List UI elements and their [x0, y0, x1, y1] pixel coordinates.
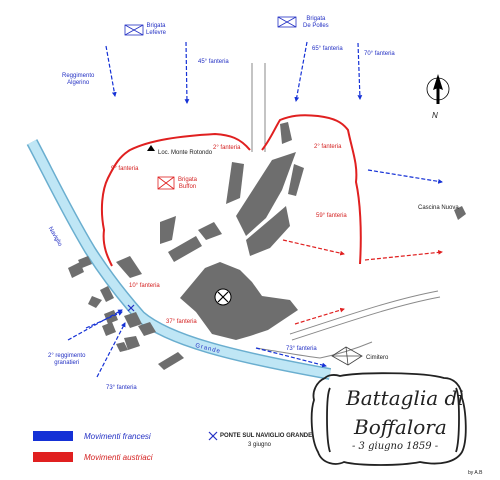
monte-rotondo-marker — [147, 145, 155, 151]
buildings — [68, 122, 466, 370]
brigade-symbols — [124, 16, 297, 190]
label-cimitero: Cimitero — [366, 355, 389, 361]
label-59-fanteria: 59° fanteria — [316, 213, 347, 219]
legend-french-label: Movimenti francesi — [84, 432, 151, 441]
label-37-fanteria: 37° fanteria — [166, 319, 197, 325]
legend-bridge-label: PONTE SUL NAVIGLIO GRANDE — [220, 433, 313, 439]
title-date: - 3 giugno 1859 - — [352, 441, 439, 452]
label-73-fanteria-a: 73° fanteria — [106, 385, 137, 391]
credit-label: by A.B — [468, 470, 483, 476]
label-reggimento-granatieri: 2° reggimento granatieri — [48, 353, 86, 366]
label-45-fanteria: 45° fanteria — [198, 59, 229, 65]
north-arrow — [426, 74, 450, 104]
cemetery-symbol — [331, 346, 363, 366]
label-65-fanteria: 65° fanteria — [312, 46, 343, 52]
french-movements — [67, 41, 443, 378]
label-monte-rotondo: Loc. Monte Rotondo — [158, 150, 213, 156]
label-brigata-buffon: Brigata Buffon — [178, 177, 198, 190]
bridge-symbol — [127, 304, 135, 312]
label-2-fanteria-a: 2° fanteria — [213, 145, 241, 151]
naviglio-canal — [26, 139, 332, 380]
legend-bridge-date: 3 giugno — [248, 442, 272, 448]
label-2-fanteria-b: 2° fanteria — [314, 144, 342, 150]
label-reggimento-algerino: Reggimento Algerino — [62, 73, 95, 86]
legend-bridge-icon — [208, 431, 218, 441]
label-brigata-lefevre: Brigata Lefevre — [146, 23, 167, 36]
label-10-fanteria: 10° fanteria — [129, 283, 160, 289]
label-9-fanteria: 9° fanteria — [111, 166, 139, 172]
legend-french-swatch — [33, 431, 73, 441]
title-line2: Boffalora — [354, 415, 447, 439]
legend-austrian-label: Movimenti austriaci — [84, 453, 153, 462]
label-cascina-nuova: Cascina Nuova — [418, 205, 459, 211]
title-frame — [310, 372, 467, 466]
austrian-defence-line — [100, 114, 362, 267]
label-north: N — [432, 111, 438, 120]
label-brigata-depolles: Brigata De Polles — [303, 16, 329, 29]
roads — [251, 63, 441, 359]
austrian-movements — [282, 239, 443, 325]
label-70-fanteria: 70° fanteria — [364, 51, 395, 57]
legend-austrian-swatch — [33, 452, 73, 462]
church-symbol — [214, 288, 232, 306]
label-73-fanteria-b: 73° fanteria — [286, 346, 317, 352]
title-line1: Battaglia di — [346, 386, 464, 410]
